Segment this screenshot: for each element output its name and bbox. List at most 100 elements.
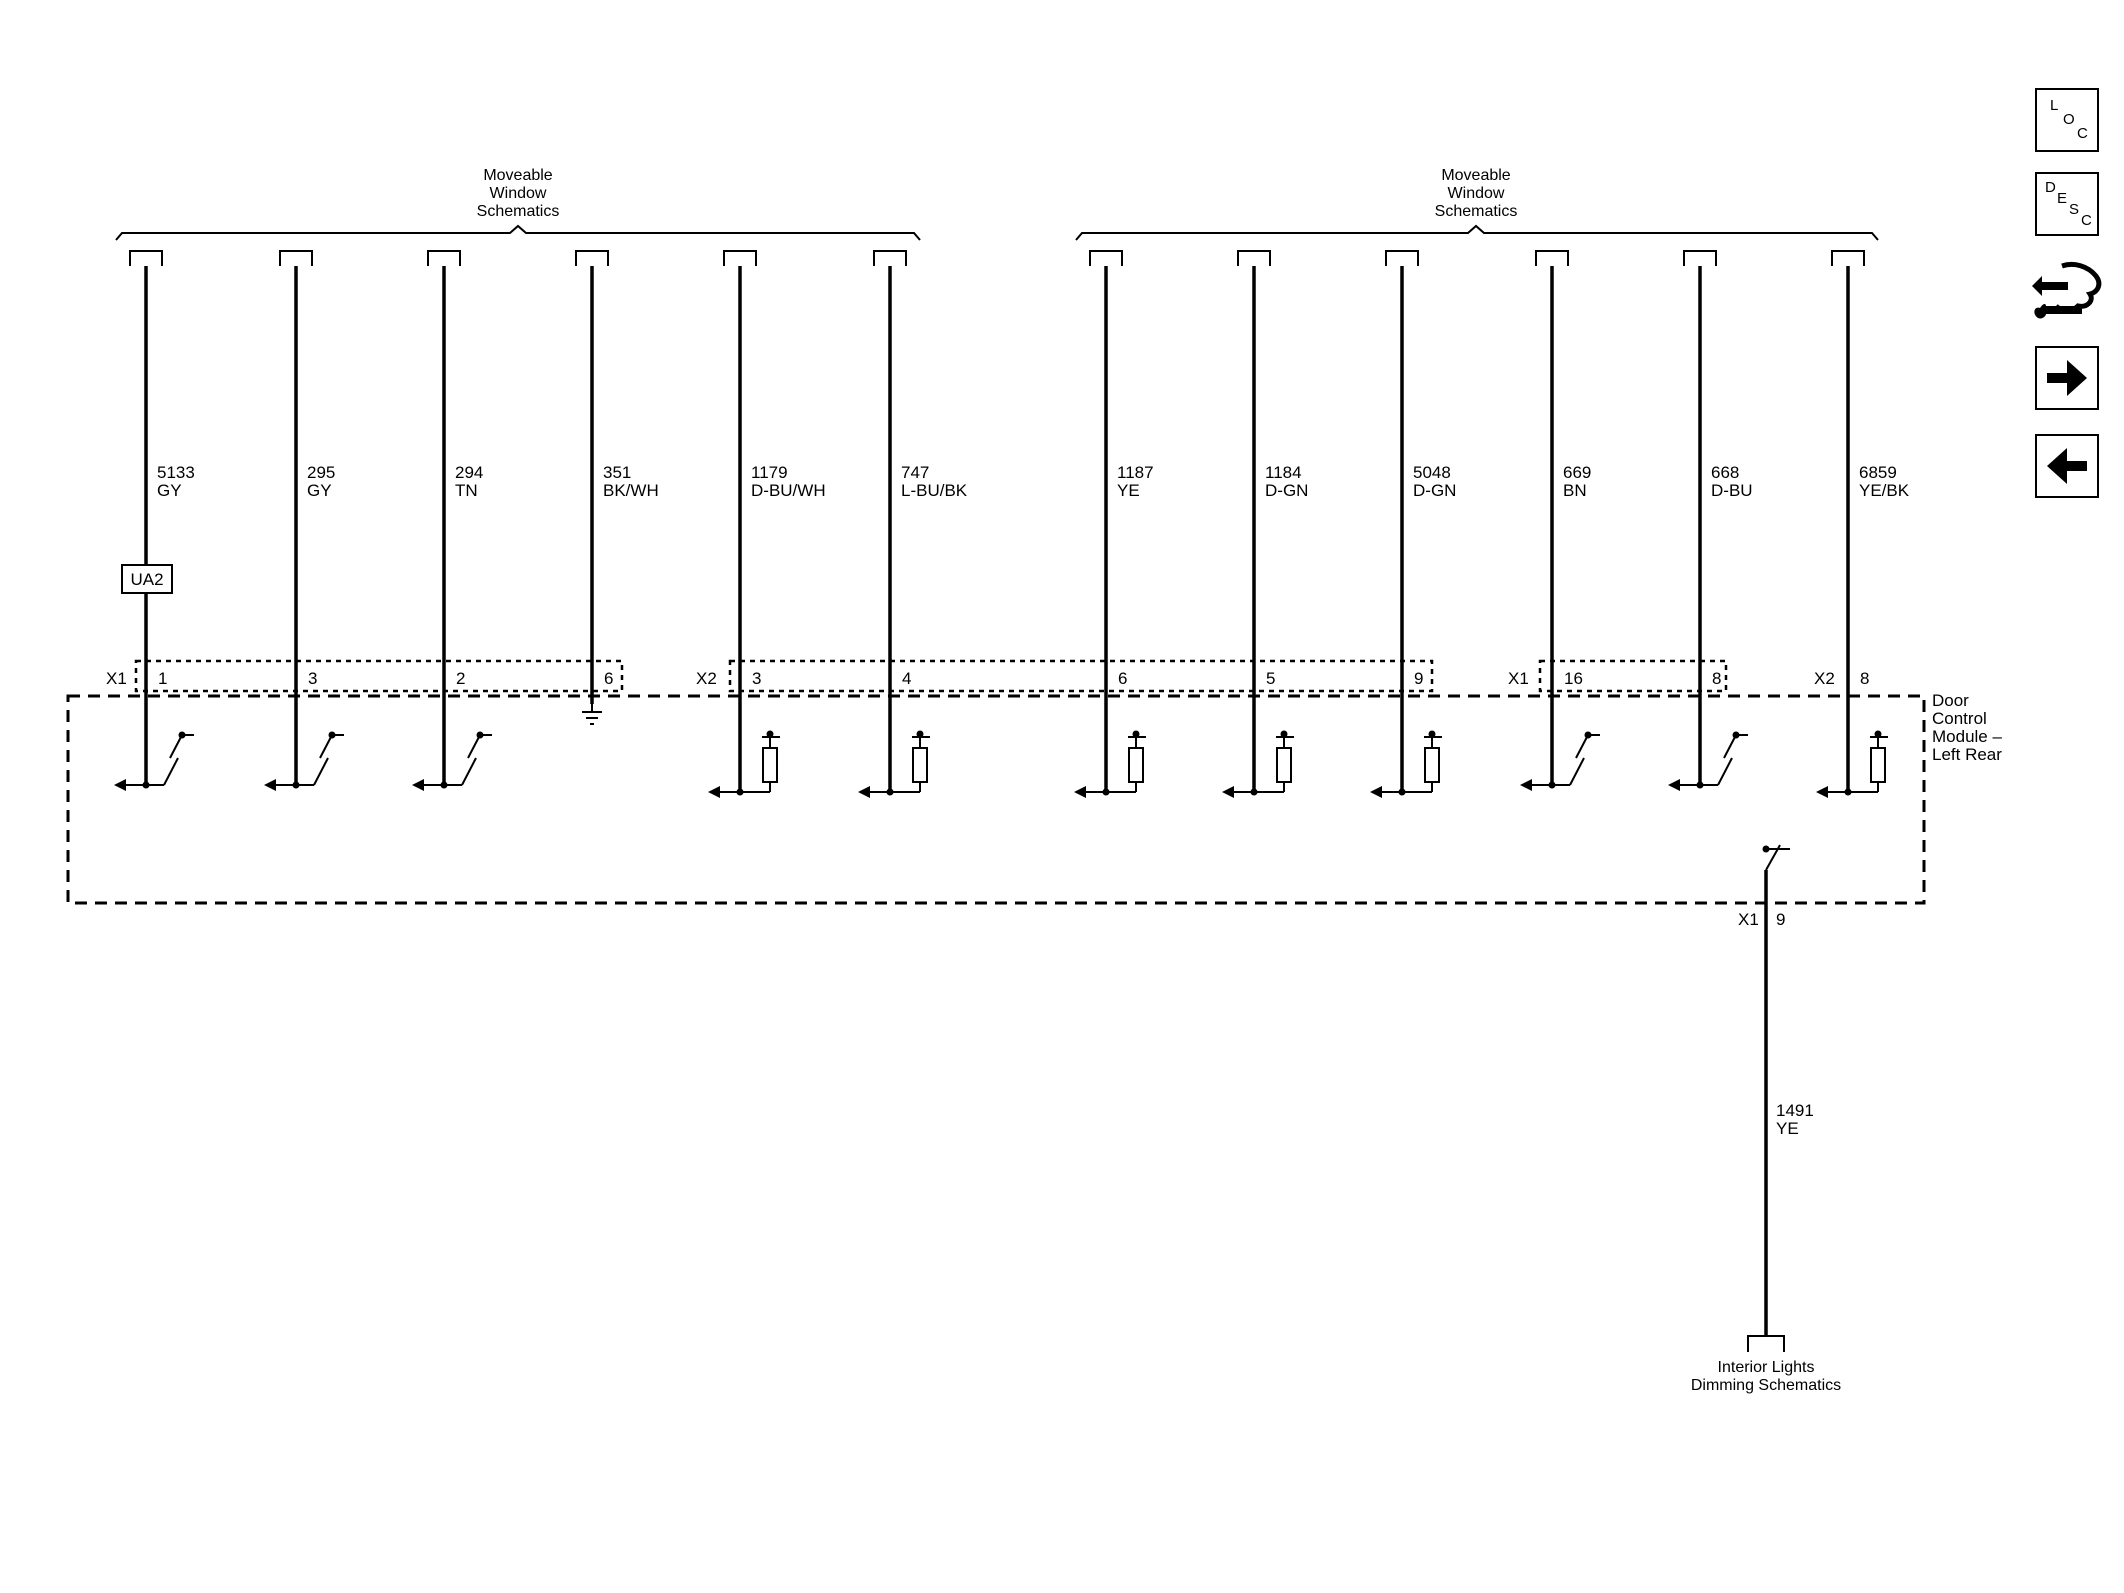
resistor-dot bbox=[1428, 730, 1436, 738]
circuit-color: YE bbox=[1117, 481, 1140, 500]
svg-text:Door: Door bbox=[1932, 691, 1969, 710]
circuit-number: 5133 bbox=[157, 463, 195, 482]
reference-interior-lights[interactable]: Interior Lights Dimming Schematics bbox=[1691, 1359, 1841, 1394]
pin-number: 16 bbox=[1564, 669, 1583, 688]
wire-connector-stub bbox=[1237, 250, 1271, 266]
loc-o: O bbox=[2063, 111, 2075, 128]
circuit-color: YE/BK bbox=[1859, 481, 1910, 500]
connector-x1-group-2 bbox=[1538, 659, 1728, 693]
pin-number: 9 bbox=[1414, 669, 1423, 688]
switch-lever bbox=[1723, 734, 1737, 759]
svg-text:1491: 1491 bbox=[1776, 1101, 1814, 1120]
circuit-color: L-BU/BK bbox=[901, 481, 968, 500]
junction-dot bbox=[1102, 788, 1110, 796]
junction-dot bbox=[886, 788, 894, 796]
reference-moveable-window-right[interactable]: Moveable Window Schematics bbox=[1075, 167, 1879, 241]
arrow-icon bbox=[1074, 786, 1086, 798]
switch-lever bbox=[467, 734, 481, 759]
arrow-right-icon bbox=[2047, 360, 2087, 396]
circuit-color: D-GN bbox=[1413, 481, 1456, 500]
switch-contact-icon bbox=[313, 757, 329, 786]
desc-s: S bbox=[2069, 201, 2080, 218]
desc-d: D bbox=[2045, 179, 2056, 196]
desc-c: C bbox=[2081, 212, 2092, 229]
svg-text:Schematics: Schematics bbox=[477, 203, 560, 220]
svg-text:Moveable: Moveable bbox=[483, 167, 552, 184]
wire-connector-stub bbox=[723, 250, 757, 266]
wire-connector-stub bbox=[1385, 250, 1419, 266]
pin-number: 6 bbox=[604, 669, 613, 688]
svg-text:Interior Lights: Interior Lights bbox=[1718, 1359, 1815, 1376]
arrow-icon bbox=[264, 779, 276, 791]
wire-connector-stub bbox=[1683, 250, 1717, 266]
circuit-number: 295 bbox=[307, 463, 335, 482]
door-control-module-outline bbox=[66, 694, 1926, 905]
pin-number: 4 bbox=[902, 669, 911, 688]
pin-number: 3 bbox=[308, 669, 317, 688]
next-page-button[interactable] bbox=[2035, 346, 2099, 410]
arrow-icon bbox=[1370, 786, 1382, 798]
switch-lever bbox=[169, 734, 183, 759]
svg-text:Module –: Module – bbox=[1932, 727, 2002, 746]
switch-contact-icon bbox=[1717, 757, 1733, 786]
resistor-dot bbox=[1874, 730, 1882, 738]
circuit-number: 1184 bbox=[1265, 463, 1302, 482]
previous-page-button[interactable] bbox=[2035, 434, 2099, 498]
junction-dot bbox=[1844, 788, 1852, 796]
svg-text:Window: Window bbox=[1448, 185, 1505, 202]
svg-text:YE: YE bbox=[1776, 1119, 1799, 1138]
connector-label-x1-b: X1 bbox=[1508, 669, 1529, 688]
connector-label-x2-a: X2 bbox=[696, 669, 717, 688]
inline-connector-ua2[interactable]: UA2 bbox=[121, 564, 173, 594]
reference-moveable-window-left[interactable]: Moveable Window Schematics bbox=[115, 167, 921, 241]
resistor-icon bbox=[1870, 747, 1886, 783]
pin-number: 1 bbox=[158, 669, 167, 688]
circuit-color: GY bbox=[157, 481, 182, 500]
resistor-icon bbox=[1128, 747, 1144, 783]
bottom-circuit-1491: X1 9 1491 YE bbox=[1738, 844, 1814, 1352]
arrow-icon bbox=[858, 786, 870, 798]
circuit-number: 1187 bbox=[1117, 463, 1154, 482]
circuit-color: D-GN bbox=[1265, 481, 1308, 500]
wire-connector-stub bbox=[427, 250, 461, 266]
circuit-number: 6859 bbox=[1859, 463, 1897, 482]
svg-text:X1: X1 bbox=[1738, 910, 1759, 929]
circuit-color: BK/WH bbox=[603, 481, 659, 500]
circuit-number: 669 bbox=[1563, 463, 1591, 482]
arrow-icon bbox=[1222, 786, 1234, 798]
circuit-color: D-BU/WH bbox=[751, 481, 826, 500]
circuit-color: TN bbox=[455, 481, 478, 500]
location-button[interactable]: L O C bbox=[2035, 88, 2099, 152]
description-button[interactable]: D E S C bbox=[2035, 172, 2099, 236]
connector-label-x2-b: X2 bbox=[1814, 669, 1835, 688]
svg-text:Window: Window bbox=[490, 185, 547, 202]
resistor-icon bbox=[1276, 747, 1292, 783]
connector-wrench-icon[interactable] bbox=[2028, 256, 2108, 332]
circuit-number: 668 bbox=[1711, 463, 1739, 482]
arrow-icon bbox=[412, 779, 424, 791]
svg-text:UA2: UA2 bbox=[130, 570, 163, 589]
arrow-icon bbox=[1816, 786, 1828, 798]
svg-text:9: 9 bbox=[1776, 910, 1785, 929]
svg-text:Schematics: Schematics bbox=[1435, 203, 1518, 220]
pin-number: 8 bbox=[1712, 669, 1721, 688]
pin-number: 2 bbox=[456, 669, 465, 688]
svg-text:Control: Control bbox=[1932, 709, 1987, 728]
switch-contact-icon bbox=[163, 757, 179, 786]
circuit-number: 747 bbox=[901, 463, 929, 482]
resistor-icon bbox=[1424, 747, 1440, 783]
circuit-color: BN bbox=[1563, 481, 1587, 500]
circuit-number: 5048 bbox=[1413, 463, 1451, 482]
